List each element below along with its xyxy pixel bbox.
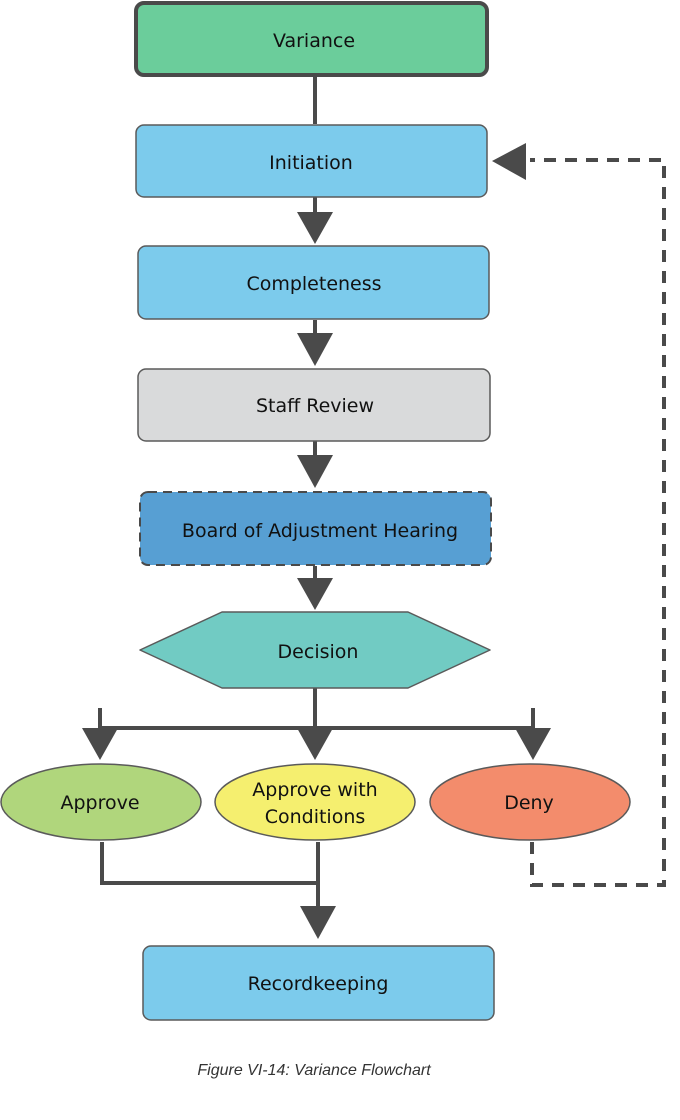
node-variance-label: Variance [273,30,355,52]
arrow-to-staff-review [297,333,333,366]
arrow-to-hearing [297,455,333,488]
node-decision-label: Decision [278,641,359,663]
node-initiation: Initiation [135,124,488,198]
figure-caption: Figure VI-14: Variance Flowchart [197,1062,431,1079]
arrow-to-completeness [297,212,333,244]
dashed-return-line [530,158,666,887]
node-approve-with-conditions: Approve with Conditions [214,763,416,841]
node-conditions-label-line1: Approve with [252,779,377,801]
node-deny-label: Deny [504,792,554,814]
arrow-to-approve [82,728,118,760]
node-completeness-label: Completeness [246,273,381,295]
node-approve: Approve [0,763,202,841]
edge-deny-initiation [530,158,666,887]
node-variance: Variance [134,1,489,77]
node-hearing-label: Board of Adjustment Hearing [182,520,458,542]
node-recordkeeping-label: Recordkeeping [248,973,389,995]
node-deny: Deny [429,763,631,841]
node-staff-review-label: Staff Review [256,395,374,417]
node-staff-review: Staff Review [137,368,491,442]
node-decision: Decision [139,611,491,689]
arrowheads [82,143,551,939]
edge-approve-merge [100,842,318,885]
arrow-to-initiation [492,143,526,180]
node-hearing: Board of Adjustment Hearing [139,491,492,566]
node-initiation-label: Initiation [269,152,353,174]
node-recordkeeping: Recordkeeping [142,945,495,1021]
node-approve-label: Approve [60,792,139,814]
arrow-to-recordkeeping [300,906,336,939]
arrow-to-conditions [297,728,333,760]
node-conditions-label-line2: Conditions [265,806,366,828]
arrow-to-decision [297,578,333,610]
node-completeness: Completeness [137,245,490,320]
arrow-to-deny [515,728,551,760]
